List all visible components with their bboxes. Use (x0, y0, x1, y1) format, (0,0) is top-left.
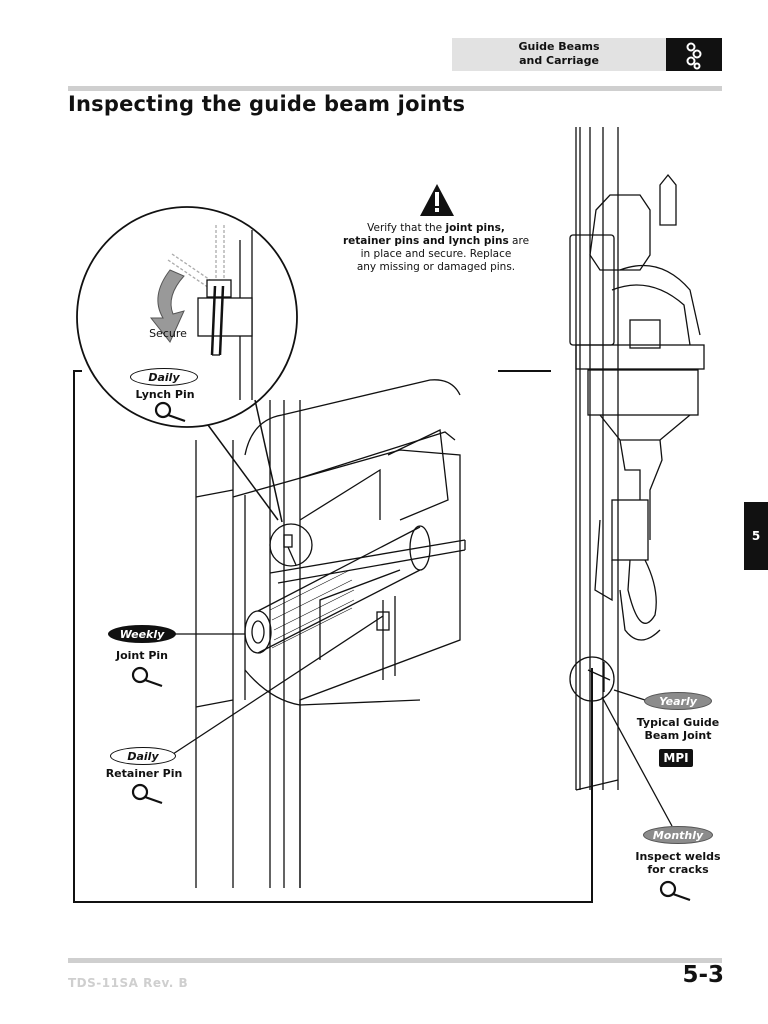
secure-label: Secure (149, 327, 187, 340)
welds-label: Inspect welds for cracks (626, 850, 730, 876)
warning-text-bold1: joint pins, (445, 222, 505, 234)
welds-label-line2: for cracks (647, 863, 709, 876)
warning-text-line4: any missing or damaged pins. (356, 261, 516, 273)
warning-text-line3: in place and secure. Replace (360, 248, 512, 260)
warning-text-bold2: retainer pins and lynch pins (342, 235, 509, 247)
guide-beam-joint-label-line1: Typical Guide (636, 716, 720, 729)
section-header-text: Guide Beams and Carriage (452, 40, 666, 68)
guide-beam-chain-icon (666, 38, 722, 71)
section-header-box (452, 38, 666, 71)
chapter-tab-number: 5 (751, 529, 761, 543)
chapter-tab: 5 (744, 502, 768, 570)
welds-label-line1: Inspect welds (635, 850, 721, 863)
guide-beam-joint-label: Typical Guide Beam Joint (626, 716, 730, 742)
header-rule (68, 86, 722, 91)
retainer-pin-frequency-badge: Daily (110, 747, 176, 765)
warning-text-pre: Verify that the (367, 222, 446, 234)
joint-pin-frequency-badge: Weekly (108, 625, 176, 643)
retainer-pin-label: Retainer Pin (105, 767, 183, 780)
mpi-badge: MPI (659, 749, 693, 767)
section-header-line1: Guide Beams (518, 40, 600, 53)
lynch-pin-frequency-badge: Daily (130, 368, 198, 386)
footer-rule (68, 958, 722, 963)
warning-triangle-icon (420, 184, 454, 216)
joint-pin-label: Joint Pin (115, 649, 168, 662)
lynch-pin-label: Lynch Pin (135, 388, 195, 401)
guide-beam-joint-label-line2: Beam Joint (644, 729, 712, 742)
welds-frequency-badge: Monthly (643, 826, 713, 844)
warning-text: Verify that the joint pins, retainer pin… (334, 222, 538, 274)
footer-document-id: TDS-11SA Rev. B (68, 976, 189, 990)
page-title: Inspecting the guide beam joints (68, 92, 466, 116)
guide-beam-joint-frequency-badge: Yearly (644, 692, 712, 710)
warning-text-post: are (508, 235, 530, 247)
page-number: 5-3 (682, 962, 724, 988)
section-header-line2: and Carriage (519, 54, 599, 67)
